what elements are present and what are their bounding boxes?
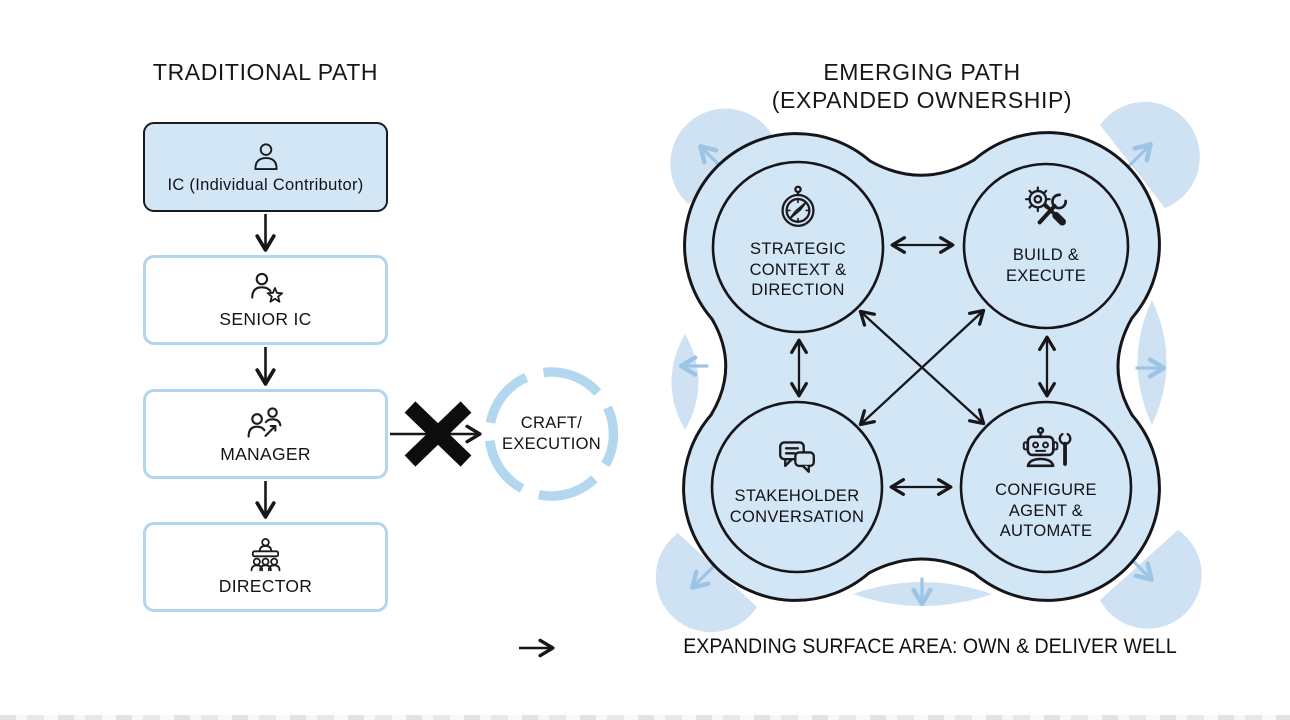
- person-icon: [253, 142, 278, 170]
- expanding-surface-caption: EXPANDING SURFACE AREA: OWN & DELIVER WE…: [683, 635, 1177, 658]
- team-promotion-icon: [247, 406, 282, 438]
- circle-configure-agent: CONFIGURE AGENT & AUTOMATE: [946, 424, 1146, 542]
- org-chart-icon: [250, 538, 281, 572]
- emerging-title-line2: (EXPANDED OWNERSHIP): [771, 86, 1073, 113]
- label-line: DIRECTION: [751, 281, 845, 299]
- circle-strategic-outline: [711, 160, 885, 334]
- node-senior-ic: SENIOR IC: [143, 255, 388, 345]
- node-manager: MANAGER: [143, 389, 388, 479]
- circle-build-outline: [962, 162, 1130, 330]
- bottom-edge-texture: [0, 715, 1290, 720]
- petal-top-left: [670, 108, 775, 204]
- label-line: CONVERSATION: [729, 507, 865, 526]
- person-star-icon: [250, 272, 283, 303]
- blocked-path: [390, 401, 482, 467]
- robot-wrench-icon: [1022, 426, 1072, 468]
- capability-circles: [710, 160, 1133, 574]
- x-mark-icon: [404, 401, 472, 467]
- circle-label: CONFIGURE AGENT & AUTOMATE: [995, 480, 1097, 542]
- node-label: DIRECTOR: [218, 576, 313, 596]
- circle-label: STRATEGIC CONTEXT & DIRECTION: [750, 239, 847, 301]
- node-label: MANAGER: [220, 443, 311, 464]
- label-line: AGENT &: [1008, 501, 1084, 520]
- node-label: IC (Individual Contributor): [167, 175, 364, 194]
- circle-configure-outline: [959, 400, 1133, 574]
- node-label: SENIOR IC: [219, 309, 312, 329]
- compass-icon: [781, 185, 815, 228]
- expansion-arrow-icons: [678, 142, 1167, 607]
- traditional-path-title: TRADITIONAL PATH: [152, 59, 379, 85]
- outward-petals: [655, 101, 1202, 633]
- craft-line1: CRAFT/: [520, 414, 583, 432]
- circle-label: BUILD & EXECUTE: [1006, 245, 1086, 286]
- node-director: DIRECTOR: [143, 522, 388, 612]
- arrow-build-stakeholder: [858, 308, 986, 427]
- arrow-up-right-icon: [1125, 142, 1153, 170]
- label-line: CONFIGURE: [995, 481, 1097, 499]
- circle-build-execute: BUILD & EXECUTE: [946, 182, 1146, 286]
- petal-left: [671, 334, 699, 430]
- label-line: STRATEGIC: [750, 240, 846, 258]
- craft-execution-label: CRAFT/ EXECUTION: [491, 413, 612, 455]
- circle-strategic-context: STRATEGIC CONTEXT & DIRECTION: [688, 182, 908, 301]
- circle-label: STAKEHOLDER CONVERSATION: [730, 486, 864, 527]
- gear-tools-icon: [1024, 186, 1068, 226]
- label-line: BUILD &: [1012, 246, 1080, 264]
- emerging-path-title: EMERGING PATH (EXPANDED OWNERSHIP): [742, 59, 1102, 114]
- circle-stakeholder-conversation: STAKEHOLDER CONVERSATION: [687, 434, 907, 527]
- label-line: EXECUTE: [1005, 266, 1087, 285]
- craft-line2: EXECUTION: [502, 435, 601, 453]
- inner-connector-arrows: [790, 236, 1056, 496]
- chat-bubbles-icon: [779, 441, 815, 473]
- label-line: STAKEHOLDER: [734, 487, 860, 505]
- arrow-down-left-icon: [690, 562, 718, 590]
- craft-execution-dashed-circle: [484, 367, 619, 501]
- circle-stakeholder-outline: [710, 400, 884, 574]
- node-ic: IC (Individual Contributor): [143, 122, 388, 212]
- emerging-title-line1: EMERGING PATH: [823, 59, 1021, 85]
- petal-right: [1137, 300, 1167, 425]
- label-line: CONTEXT &: [749, 260, 847, 279]
- label-line: AUTOMATE: [999, 522, 1093, 540]
